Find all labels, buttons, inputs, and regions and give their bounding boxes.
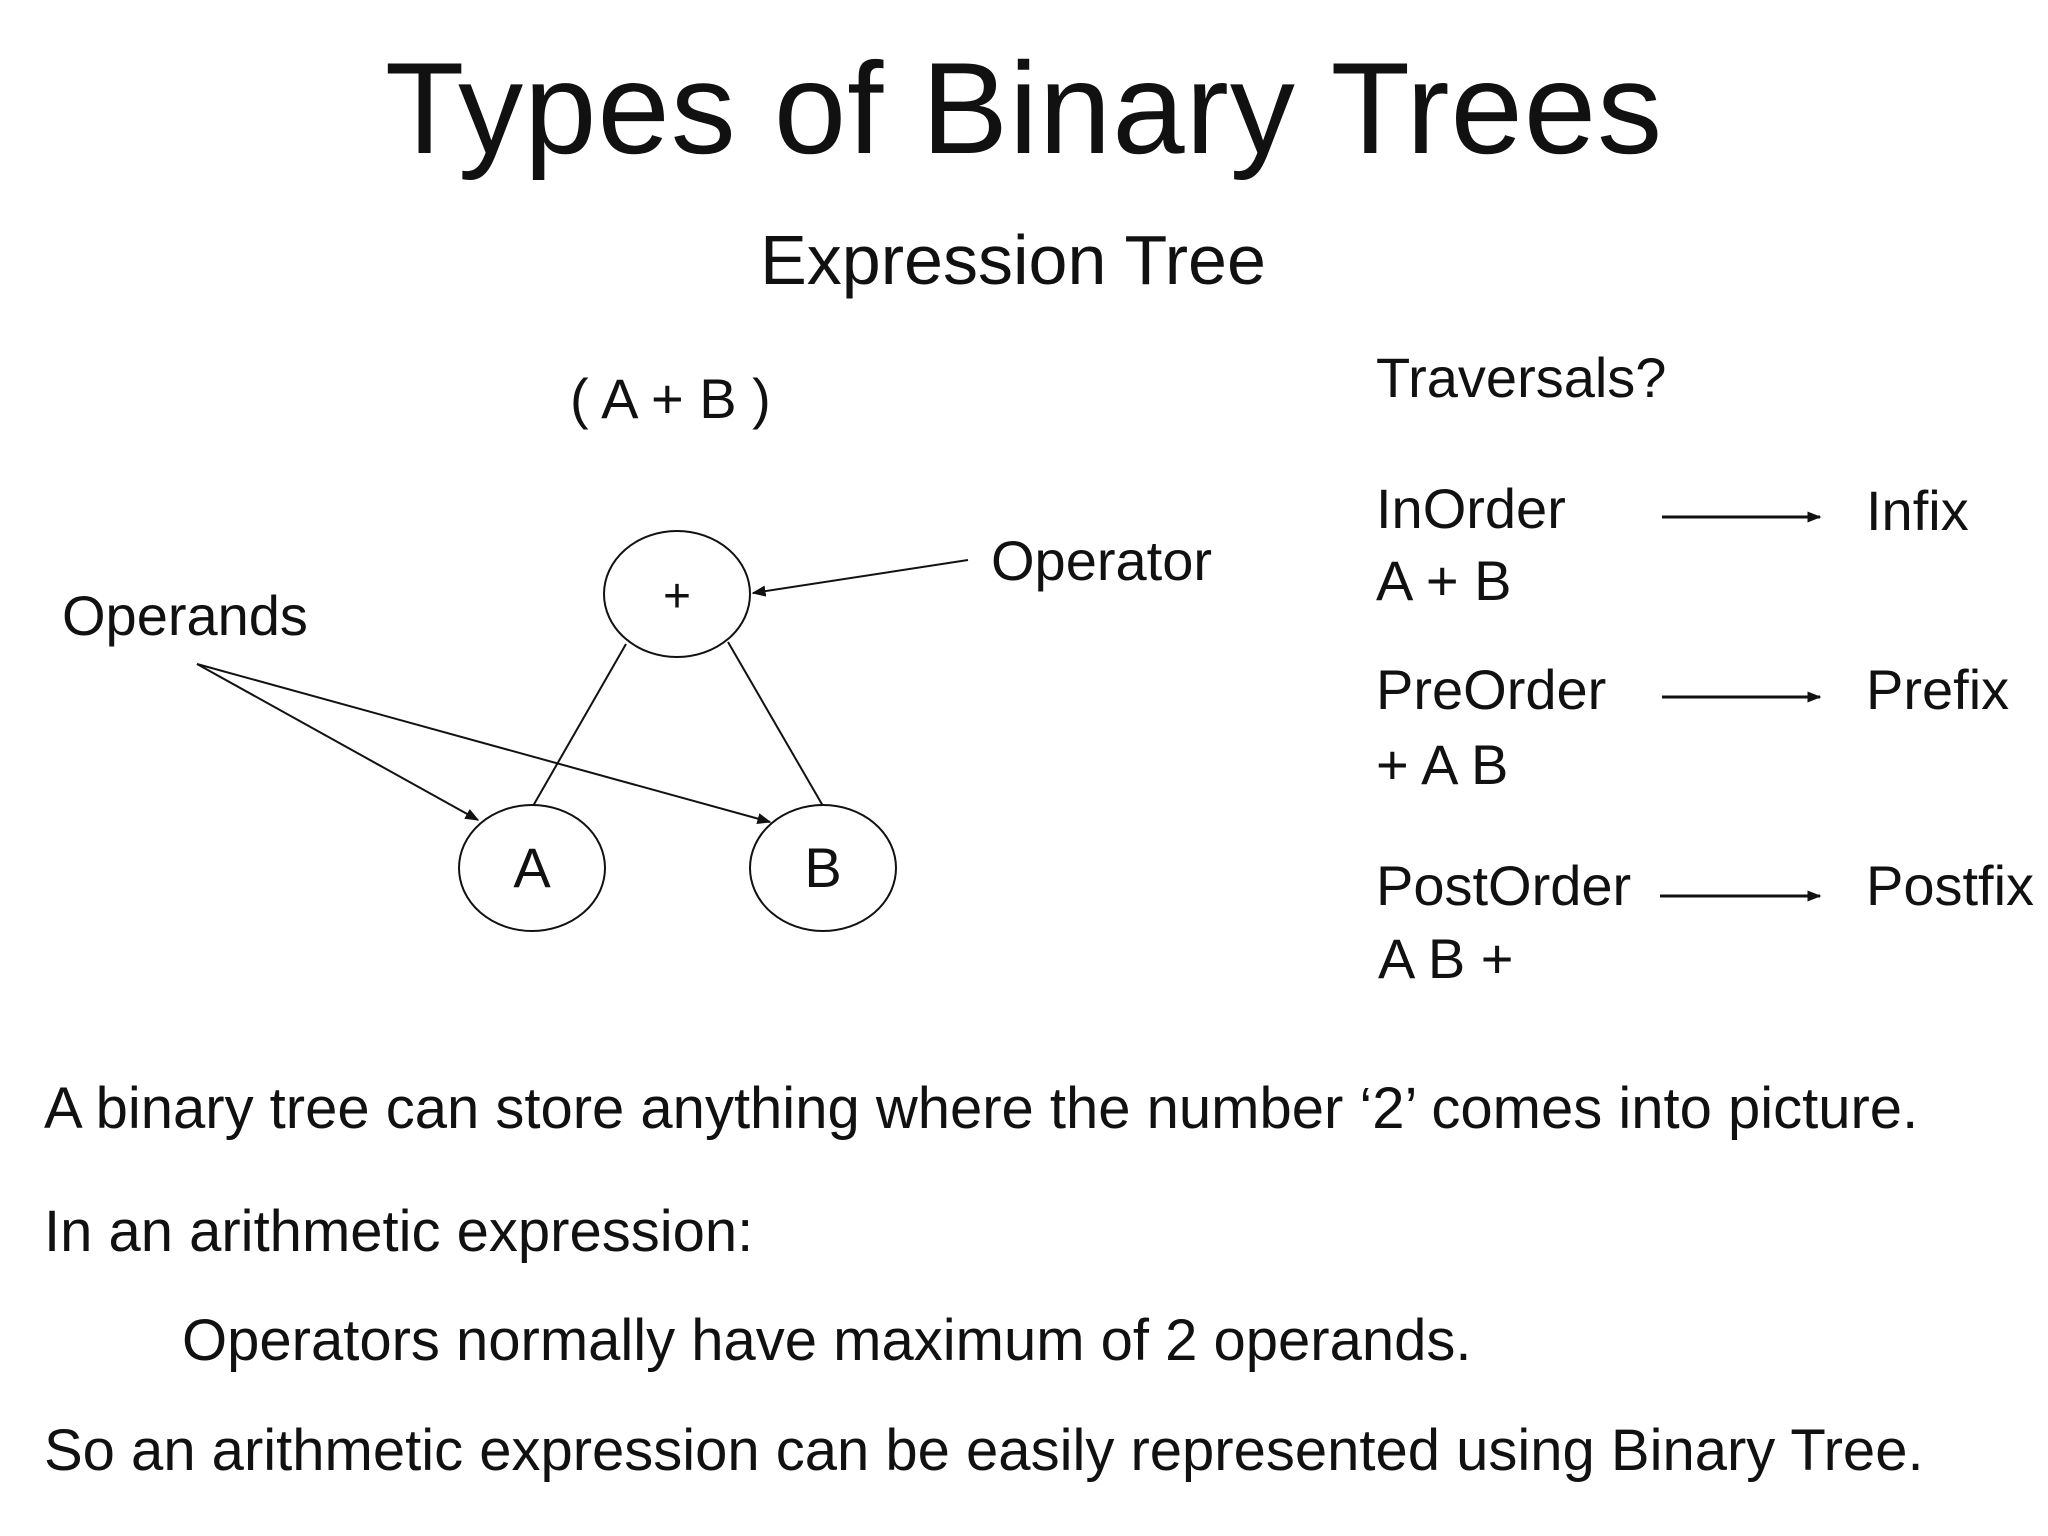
operands-label: Operands [62,584,308,647]
body-line-1: A binary tree can store anything where t… [44,1076,1919,1141]
node-a-label: A [513,836,551,899]
traversal-preorder-notation: Prefix [1866,658,2010,721]
traversals-heading: Traversals? [1376,346,1667,409]
node-b: B [749,804,897,932]
traversal-postorder-name: PostOrder [1376,854,1632,917]
edge-root-to-a [532,643,627,807]
traversal-preorder-expression: + A B [1376,733,1509,796]
traversal-preorder-name: PreOrder [1376,658,1607,721]
operator-label: Operator [991,529,1212,592]
slide-subtitle: Expression Tree [760,221,1266,299]
node-a: A [458,804,606,932]
operator-arrow [751,559,969,597]
node-root: + [603,530,751,658]
node-b-label: B [804,836,841,899]
body-line-4: So an arithmetic expression can be easil… [44,1418,1924,1483]
edge-root-to-b [727,641,824,807]
body-line-3: Operators normally have maximum of 2 ope… [182,1308,1472,1373]
body-line-2: In an arithmetic expression: [44,1199,754,1264]
traversal-inorder-expression: A + B [1376,549,1512,612]
traversal-postorder-expression: A B + [1378,927,1514,990]
slide-title: Types of Binary Trees [384,35,1664,181]
traversal-postorder-notation: Postfix [1866,854,2035,917]
traversal-inorder-notation: Infix [1866,479,1969,542]
operands-arrow-to-b [196,663,772,825]
traversal-inorder-name: InOrder [1376,477,1566,540]
operands-arrow-to-a [196,663,480,821]
expression-label: ( A + B ) [570,367,771,430]
node-root-label: + [663,570,691,623]
